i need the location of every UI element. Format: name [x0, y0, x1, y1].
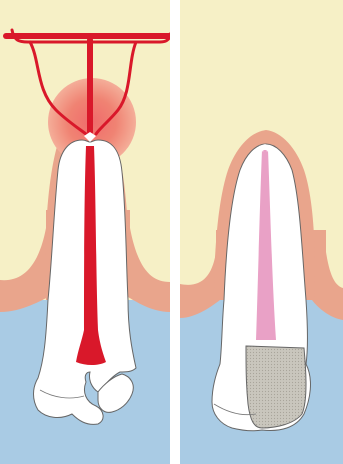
filling: [246, 346, 306, 428]
left-panel: [0, 0, 170, 464]
right-panel: [180, 0, 343, 464]
panel-divider: [170, 0, 180, 464]
